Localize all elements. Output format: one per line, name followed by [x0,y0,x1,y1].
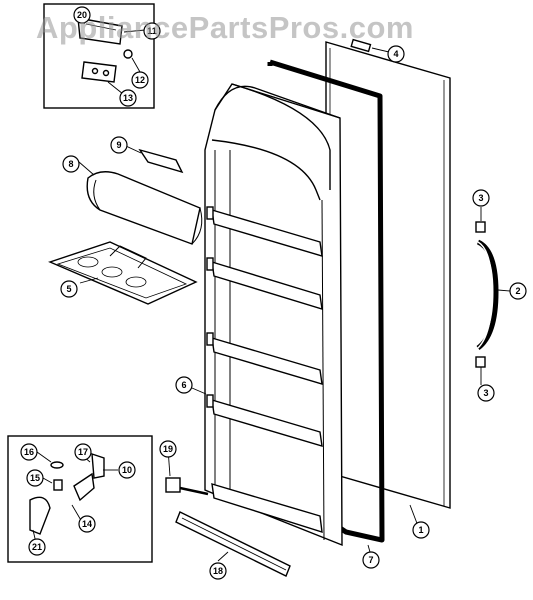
callout-label: 11 [147,26,157,36]
bottom-trim [175,511,291,577]
callout-label: 9 [116,140,121,150]
callout-label: 3 [478,193,483,203]
callout-label: 10 [122,465,132,475]
callout-label: 16 [24,447,34,457]
outer-door-panel [325,38,451,509]
callout-label: 12 [135,75,145,85]
callout-labels: 1 2 3 3 4 5 6 7 8 9 10 11 12 13 14 15 16… [24,10,521,576]
callout-label: 19 [163,444,173,454]
callout-circles [20,6,527,580]
door-gasket [267,59,385,543]
callout-label: 20 [77,10,87,20]
door-handle [476,239,499,351]
dairy-bin-tray [48,241,198,305]
callout-label: 18 [213,566,223,576]
callout-label: 4 [393,49,398,59]
callout-label: 8 [68,159,73,169]
callout-label: 17 [78,447,88,457]
dairy-door-cover [86,171,203,245]
handle-end-cap-bottom [475,356,486,368]
callout-label: 15 [30,473,40,483]
callout-label: 21 [32,542,42,552]
callout-label: 14 [82,519,92,529]
callout-label: 5 [66,284,71,294]
inner-door-liner [204,83,343,547]
callout-label: 7 [368,555,373,565]
part-19-fastener [165,477,181,493]
handle-end-cap-top [475,221,486,233]
callout-label: 2 [515,286,520,296]
callout-label: 6 [181,380,186,390]
callout-label: 3 [483,388,488,398]
hinge-inset-box [43,3,155,109]
dairy-hinge [138,148,184,174]
callout-label: 1 [418,525,423,535]
callout-label: 13 [123,93,133,103]
